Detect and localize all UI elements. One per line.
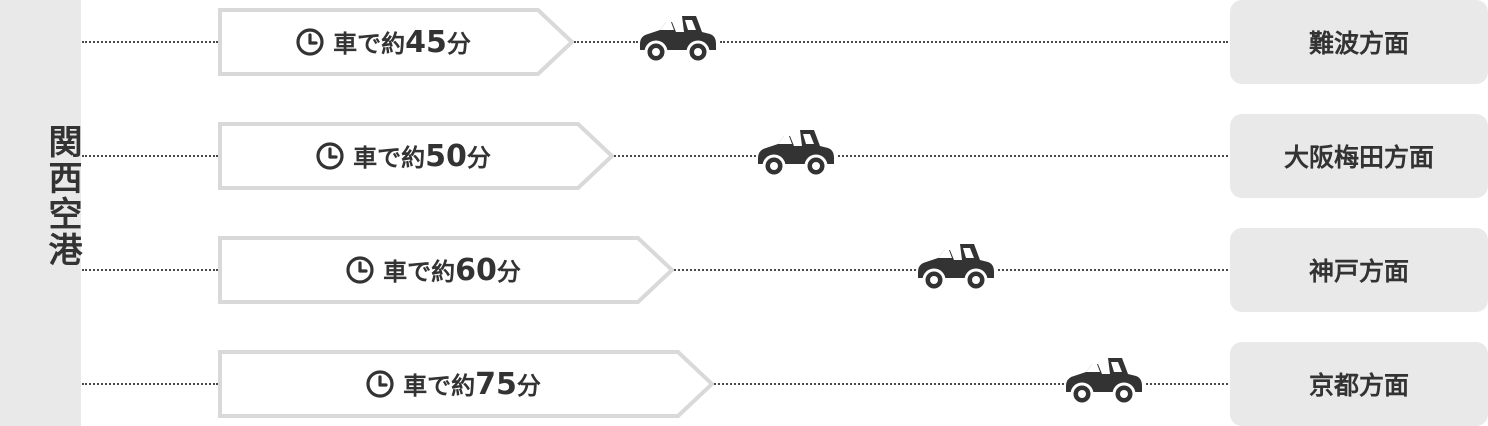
clock-icon [316,142,344,170]
route-row-namba: 車で約45分 難波方面 [0,0,1488,84]
route-row-umeda: 車で約50分 大阪梅田方面 [0,114,1488,198]
route-line-end [838,155,1228,157]
time-unit: 分 [446,30,471,58]
travel-minutes: 45 [405,25,447,60]
origin-label: 関西空港 [42,124,82,268]
route-line-mid [714,383,1064,385]
route-line-end [1146,383,1228,385]
car-icon [918,244,994,292]
travel-minutes: 75 [475,367,517,402]
route-row-kobe: 車で約60分 神戸方面 [0,228,1488,312]
destination-namba: 難波方面 [1230,0,1488,84]
time-unit: 分 [516,372,541,400]
destination-umeda: 大阪梅田方面 [1230,114,1488,198]
travel-minutes: 50 [425,139,467,174]
destination-kobe: 神戸方面 [1230,228,1488,312]
route-line-start [82,383,218,385]
route-line-end [998,269,1228,271]
route-line-mid [574,41,638,43]
time-prefix: 車で約 [353,144,426,172]
clock-icon [296,28,324,56]
car-icon [1066,358,1142,406]
route-line-mid [614,155,756,157]
destination-kyoto: 京都方面 [1230,342,1488,426]
clock-icon [346,256,374,284]
origin-panel: 関西空港 [0,0,82,426]
time-prefix: 車で約 [383,258,456,286]
route-line-start [82,155,218,157]
route-row-kyoto: 車で約75分 京都方面 [0,342,1488,426]
car-icon [640,16,716,64]
car-icon [758,130,834,178]
route-line-start [82,41,218,43]
time-prefix: 車で約 [333,30,406,58]
time-unit: 分 [496,258,521,286]
route-line-mid [674,269,916,271]
route-line-start [82,269,218,271]
clock-icon [366,370,394,398]
time-prefix: 車で約 [403,372,476,400]
route-line-end [720,41,1228,43]
time-unit: 分 [466,144,491,172]
travel-minutes: 60 [455,253,497,288]
